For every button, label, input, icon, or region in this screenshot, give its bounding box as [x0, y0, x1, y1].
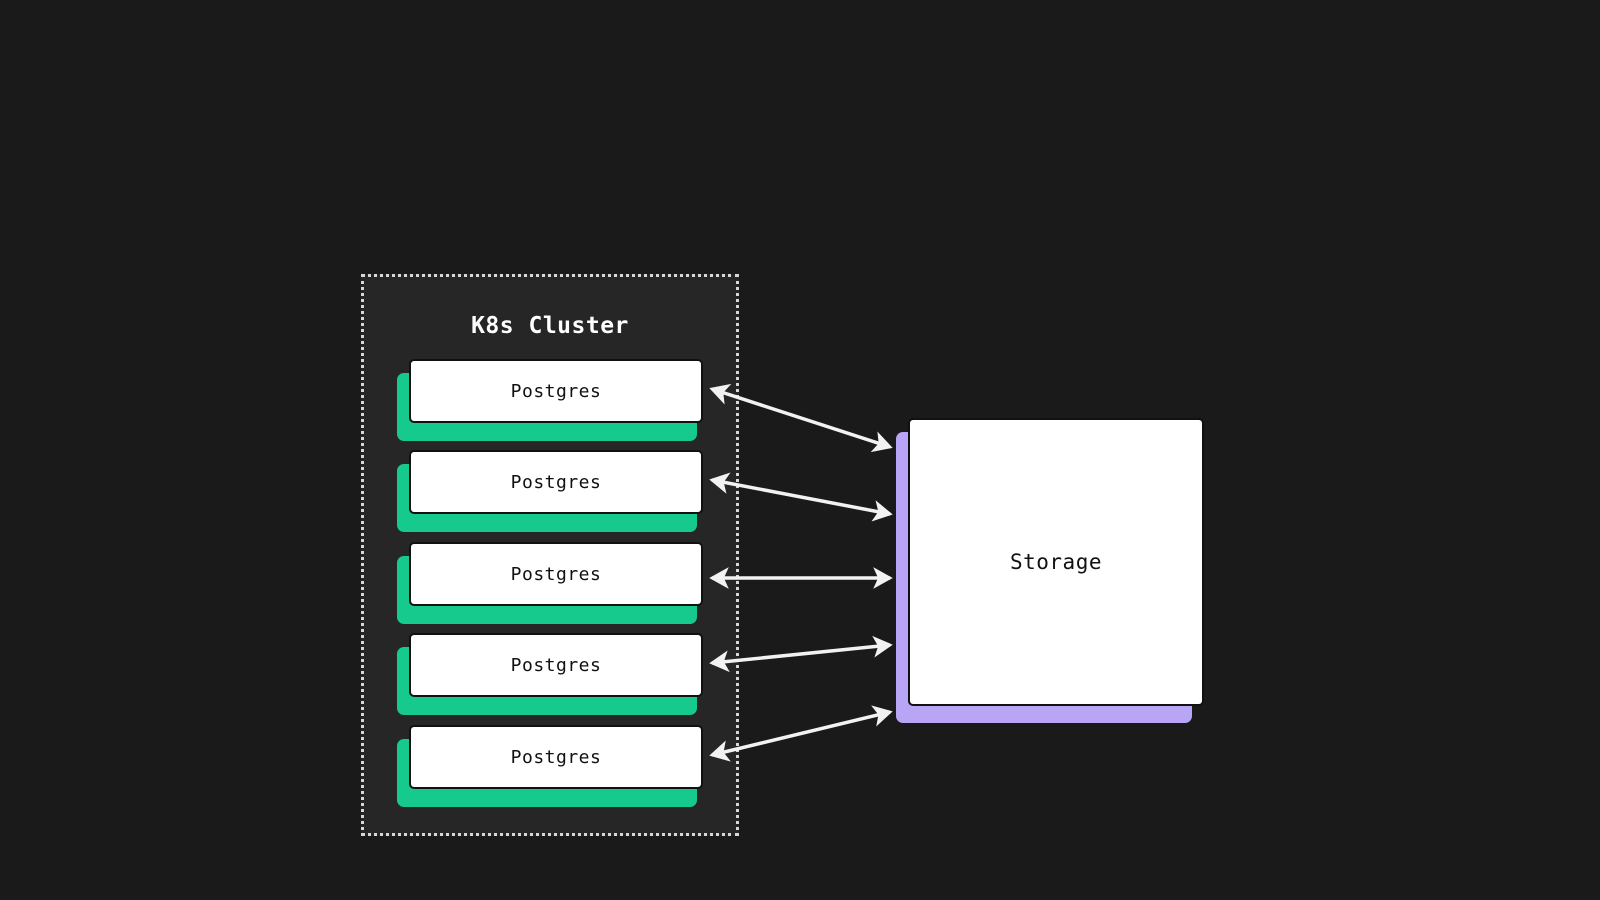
cluster-title: K8s Cluster — [471, 313, 629, 339]
postgres-node-4[interactable]: Postgres — [397, 633, 707, 715]
postgres-node-2[interactable]: Postgres — [397, 450, 707, 532]
node-label: Postgres — [510, 563, 602, 585]
node-label: Postgres — [510, 471, 602, 493]
storage-node[interactable]: Storage — [896, 418, 1204, 723]
node-face[interactable]: Postgres — [409, 542, 703, 606]
postgres-node-3[interactable]: Postgres — [397, 542, 707, 624]
node-label: Postgres — [510, 746, 602, 768]
node-face[interactable]: Postgres — [409, 450, 703, 514]
postgres-node-5[interactable]: Postgres — [397, 725, 707, 807]
node-label: Postgres — [510, 654, 602, 676]
storage-label: Storage — [1009, 550, 1102, 574]
storage-face[interactable]: Storage — [908, 418, 1204, 706]
node-face[interactable]: Postgres — [409, 725, 703, 789]
postgres-node-1[interactable]: Postgres — [397, 359, 707, 441]
node-label: Postgres — [510, 380, 602, 402]
k8s-cluster-group: K8s Cluster Postgres Postgres Postgres — [361, 274, 739, 836]
node-face[interactable]: Postgres — [409, 359, 703, 423]
node-face[interactable]: Postgres — [409, 633, 703, 697]
